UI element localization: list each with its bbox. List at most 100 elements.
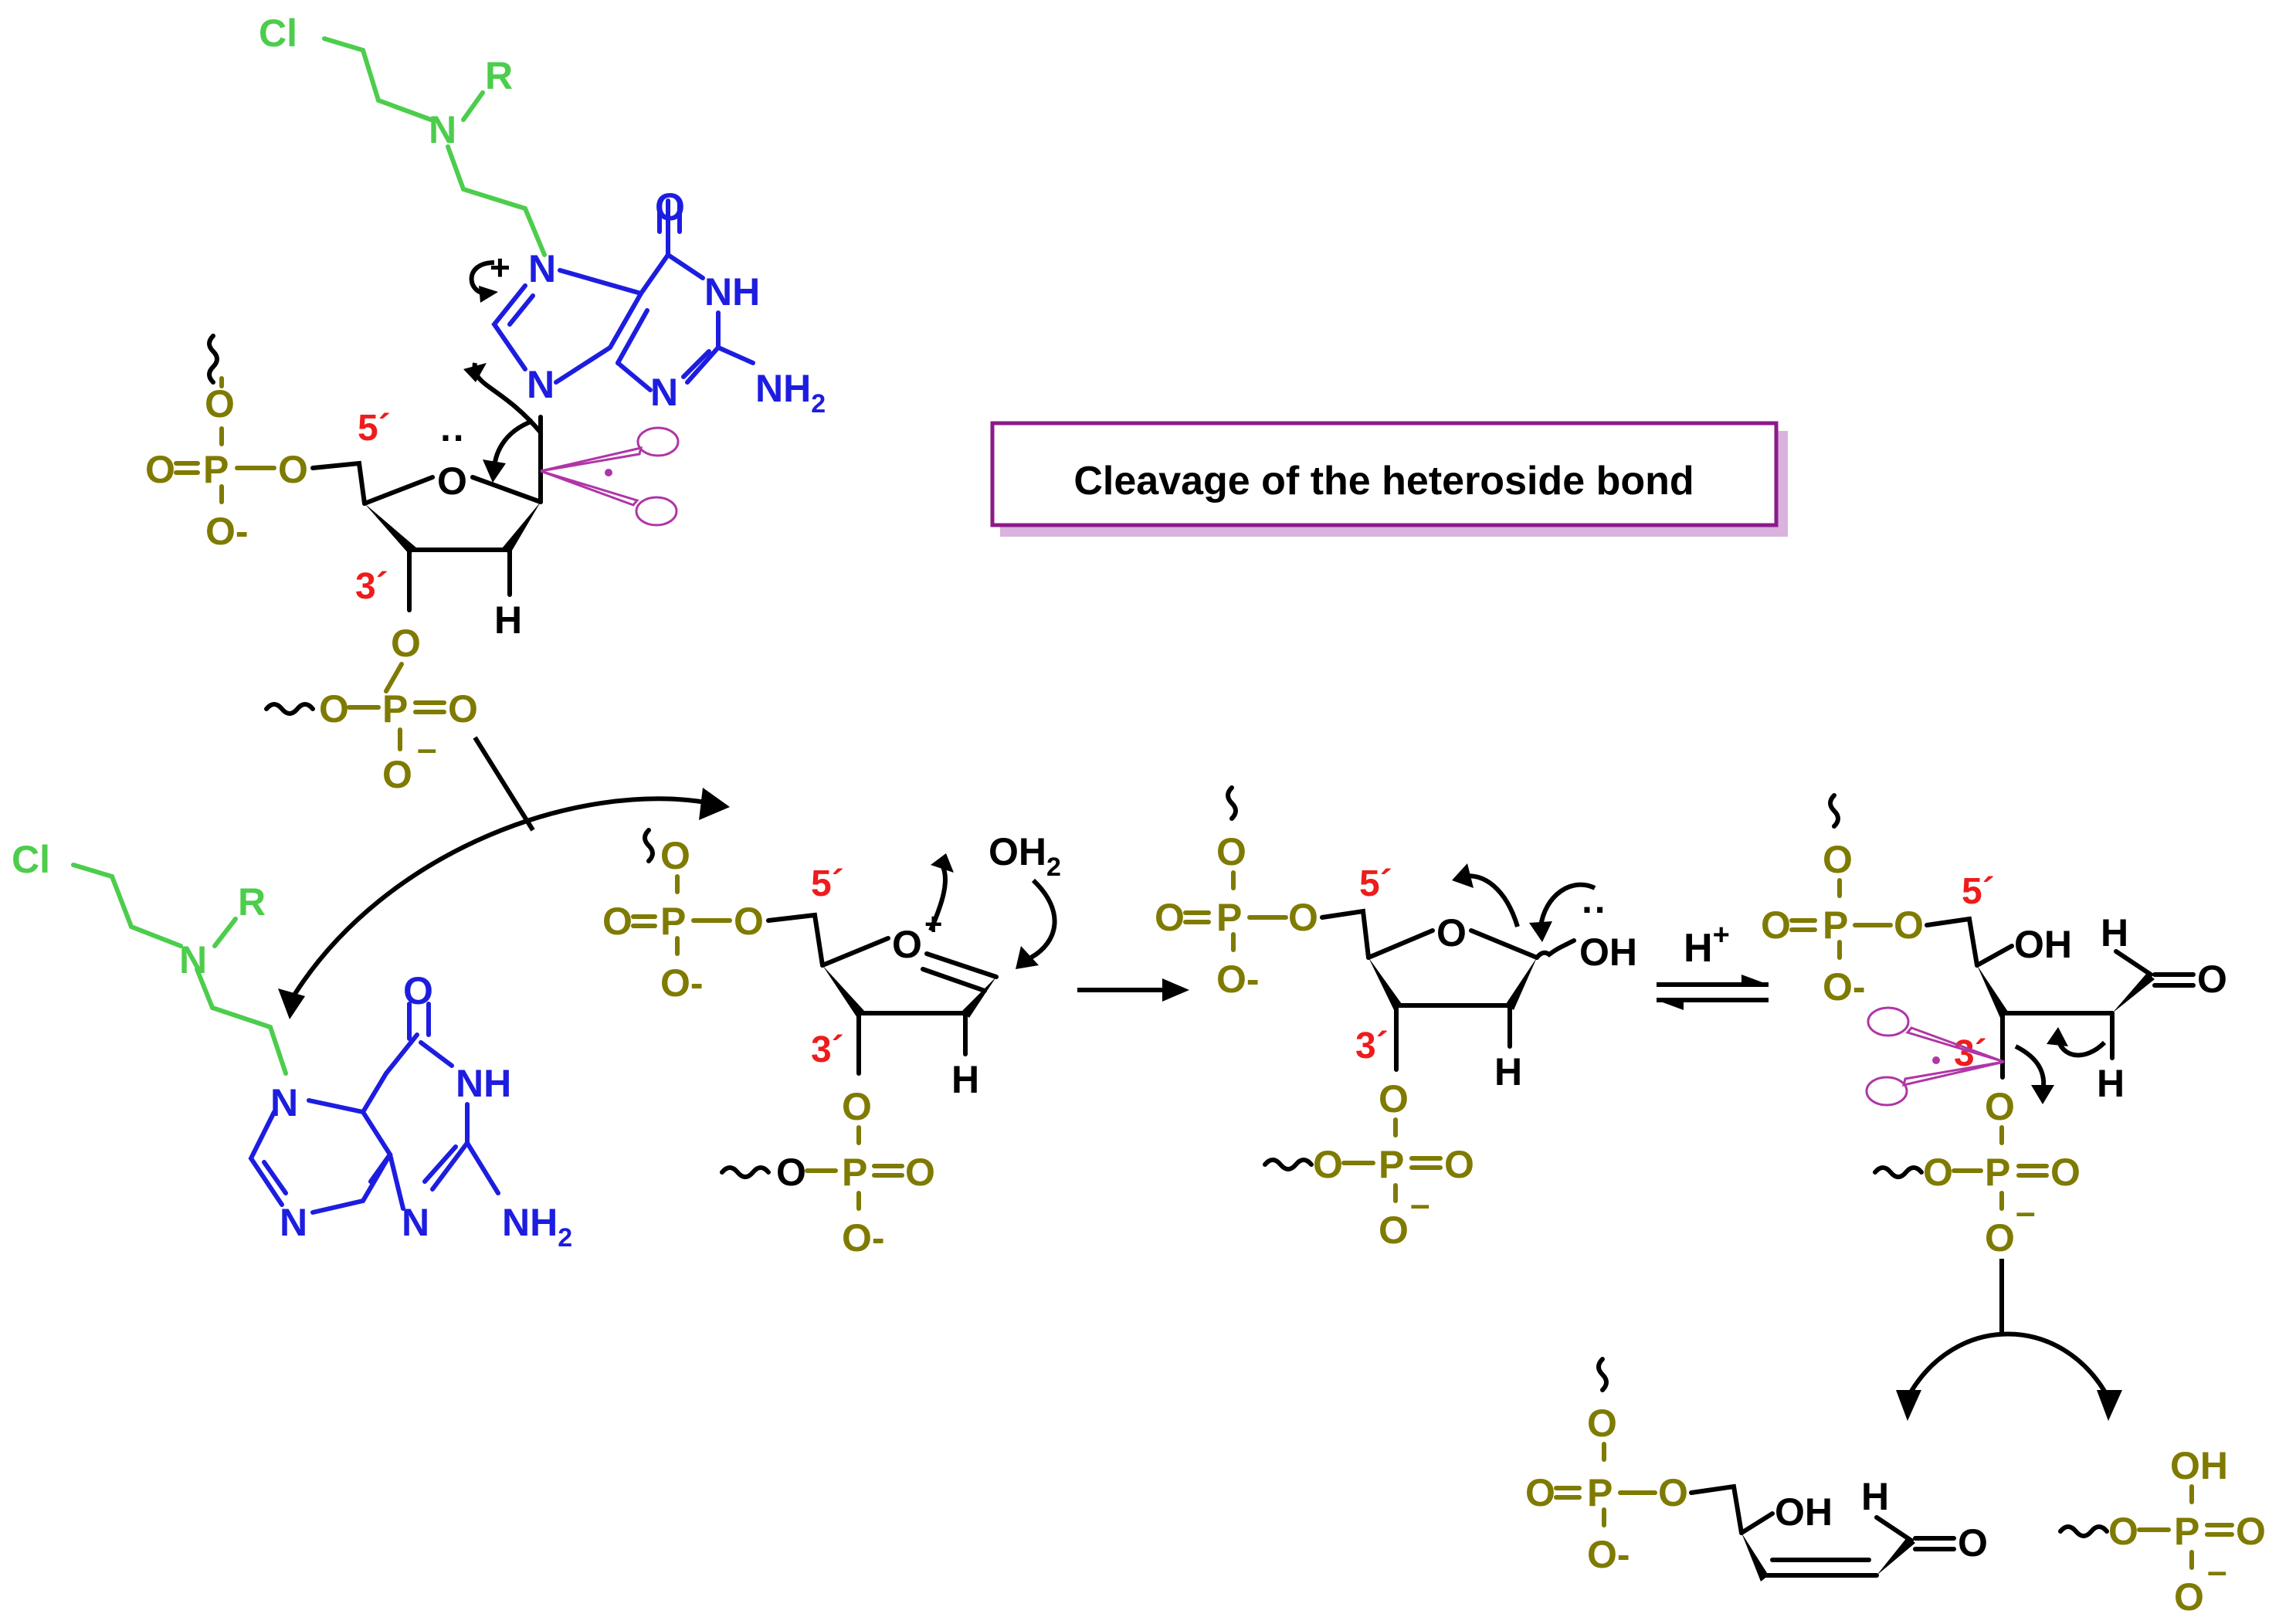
atom-o-minus: O- [205,510,249,553]
structure-open-aldehyde: O P O O O- 5´ OH H O H 3´ O P O O O – [1761,793,2227,1260]
atom-oh: OH [2014,923,2072,966]
atom-nh2: NH2 [502,1201,572,1253]
atom-o: O [2197,958,2227,1001]
atom-o: O [1958,1521,1988,1565]
atom-o: O [1587,1402,1617,1445]
atom-oh: OH [2170,1444,2228,1487]
charge-minus: – [417,728,437,768]
atom-n: N [429,108,456,151]
curved-arrow [928,863,948,932]
atom-o-minus: O- [660,961,704,1005]
reaction-arrow-forward [1077,978,1189,1002]
atom-o: O [2050,1151,2081,1194]
atom-o: O [278,448,308,491]
reaction-arrow-split-bottom [1896,1259,2122,1421]
atom-p: P [1216,896,1242,939]
atom-o: O [1379,1077,1409,1121]
atom-p: P [842,1151,867,1194]
atom-n: N [179,938,207,982]
atom-o: O [842,1085,872,1128]
atom-o: O [1379,1209,1409,1252]
atom-o: O [660,834,690,877]
lone-pair: ·· [440,416,466,459]
structure-hemiacetal: O P O O O- 5´ O H 3´ OH ·· O P O O O – [1155,785,1637,1252]
curved-arrow [1538,882,1596,927]
atom-r: R [485,54,513,97]
charge-plus: + [490,247,510,287]
atom-p: P [1823,904,1848,947]
curved-arrow [1029,878,1057,960]
atom-o: O [1288,896,1318,939]
charge-minus: – [2016,1192,2036,1232]
atom-p: P [203,448,229,491]
atom-nh: NH [456,1062,511,1105]
atom-h: H [2101,911,2128,954]
atom-oh: OH [1775,1490,1833,1534]
atom-o-minus: O- [1587,1533,1630,1576]
atom-o: O [2108,1510,2138,1553]
atom-o: O [391,622,421,665]
atom-o: O [382,753,412,796]
atom-r: R [238,880,266,924]
atom-o: O [1444,1143,1474,1186]
locant-5prime: 5´ [358,408,391,449]
charge-minus: – [2207,1551,2227,1591]
atom-o: O [1823,838,1853,881]
atom-n: N [527,363,554,406]
locant-3prime: 3´ [811,1029,844,1070]
atom-p: P [382,687,408,731]
atom-h: H [494,598,522,642]
locant-5prime: 5´ [1359,863,1392,904]
structure-unsaturated-aldehyde: O P O O O- OH H O [1525,1357,1988,1582]
reaction-arrow-equilibrium: H+ [1657,919,1769,1010]
atom-p: P [1587,1471,1613,1514]
atom-n: N [270,1081,298,1124]
atom-o: O [448,687,478,731]
locant-3prime: 3´ [355,566,388,607]
atom-h: H [1861,1475,1889,1518]
wavy-bond [207,334,219,385]
lone-pair: ·· [1582,888,1607,931]
atom-o: O [145,448,175,491]
atom-o: O [1658,1471,1688,1514]
ring-oxygen-plus: O [892,923,922,966]
atom-h: H [2097,1062,2125,1105]
structure-phosphate-monoester: OH P O O O – [2058,1444,2266,1619]
atom-o: O [2236,1510,2266,1553]
atom-p: P [1379,1143,1404,1186]
atom-o: O [403,969,433,1012]
atom-o: O [1923,1151,1953,1194]
structure-free-guanine: N R Cl N N O NH N NH2 [12,838,572,1253]
atom-h: H [1494,1050,1522,1093]
atom-cl: Cl [12,838,50,881]
scissors-icon [539,426,680,527]
structure-oxocarbenium: O P O O O- 5´ O + H 3´ O P O O O- OH2 [602,828,1061,1260]
water: OH2 [989,830,1061,882]
atom-p: P [1985,1151,2010,1194]
atom-n: N [402,1201,429,1244]
atom-o: O [776,1151,806,1194]
locant-5prime: 5´ [1962,871,1995,912]
atom-oh: OH [1579,931,1637,974]
atom-o: O [1985,1216,2015,1260]
ring-oxygen: O [437,459,467,503]
atom-nh2: NH2 [755,367,826,419]
atom-o: O [1525,1471,1555,1514]
atom-o: O [1155,896,1185,939]
atom-o: O [319,687,349,731]
title-text: Cleavage of the heteroside bond [1073,459,1694,503]
atom-cl: Cl [259,12,297,55]
atom-p: P [660,900,686,943]
atom-o: O [1761,904,1791,947]
locant-3prime: 3´ [1355,1026,1389,1066]
atom-nh: NH [704,270,760,314]
locant-5prime: 5´ [811,863,844,904]
ring-oxygen: O [1436,911,1467,954]
atom-o: O [2174,1575,2204,1619]
atom-o: O [1894,904,1924,947]
atom-o: O [1216,830,1246,873]
atom-o: O [734,900,764,943]
atom-o: O [905,1151,935,1194]
atom-n: N [650,371,678,414]
